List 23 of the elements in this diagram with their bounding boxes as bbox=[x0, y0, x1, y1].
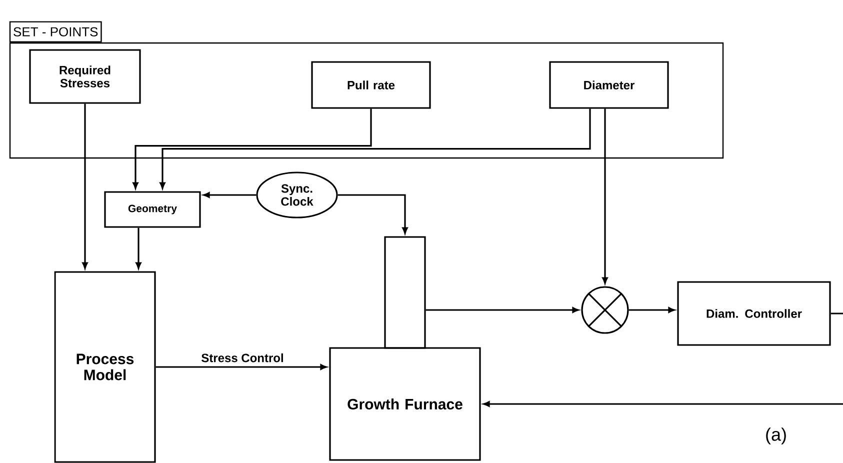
arrow bbox=[203, 192, 256, 198]
arrow bbox=[136, 228, 142, 269]
node-label: SET - POINTS bbox=[14, 27, 98, 36]
arrow bbox=[483, 401, 843, 407]
arrow bbox=[338, 194, 408, 234]
arrow bbox=[82, 104, 88, 269]
arrow bbox=[628, 307, 675, 313]
furnace-box: Growth Furnace bbox=[329, 347, 481, 461]
panel-letter: (a) bbox=[766, 428, 786, 444]
column-box bbox=[384, 236, 426, 349]
arrow bbox=[426, 307, 579, 313]
setpoint-box: Pull rate bbox=[311, 61, 431, 109]
setpoint-box: Diameter bbox=[549, 61, 669, 109]
arrow bbox=[156, 364, 327, 370]
setpoint-box: Required Stresses bbox=[29, 49, 141, 104]
arrow bbox=[602, 108, 608, 284]
controller-box: Diam. Controller bbox=[677, 281, 831, 346]
summing-junction bbox=[581, 286, 629, 334]
process-box: Geometry bbox=[104, 191, 201, 228]
process-box: Process Model bbox=[54, 271, 156, 463]
arrow bbox=[132, 108, 372, 189]
edge-label: Stress Control bbox=[200, 352, 285, 364]
arrow bbox=[160, 108, 591, 189]
